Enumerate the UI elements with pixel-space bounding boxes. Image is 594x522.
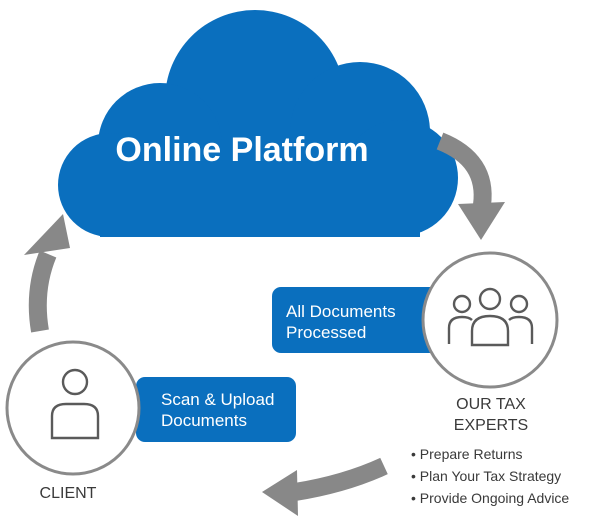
upload-badge-label-line2: Documents [161, 411, 247, 430]
client-circle [5, 340, 141, 476]
experts-circle [421, 251, 559, 389]
upload-badge [136, 377, 296, 442]
group-of-people-icon [447, 287, 534, 347]
person-icon [50, 368, 100, 440]
arrow-experts-to-client-icon [262, 457, 388, 516]
upload-badge-label-line1: Scan & Upload [161, 390, 275, 409]
cloud-shape [58, 10, 458, 237]
service-list-item: • Provide Ongoing Advice [411, 490, 570, 506]
client-caption: CLIENT [39, 485, 97, 502]
arrow-cloud-to-experts-icon [436, 132, 505, 240]
processed-badge-label-line1: All Documents [286, 302, 396, 321]
experts-caption-line1: OUR TAX [456, 396, 526, 413]
service-list-item: • Plan Your Tax Strategy [411, 468, 562, 484]
service-list-item: • Prepare Returns [411, 446, 523, 462]
cloud-title: Online Platform [115, 131, 369, 169]
experts-caption-line2: EXPERTS [453, 417, 529, 434]
arrow-client-to-cloud-icon [24, 214, 70, 333]
processed-badge [272, 287, 452, 353]
processed-badge-label-line2: Processed [286, 323, 367, 342]
